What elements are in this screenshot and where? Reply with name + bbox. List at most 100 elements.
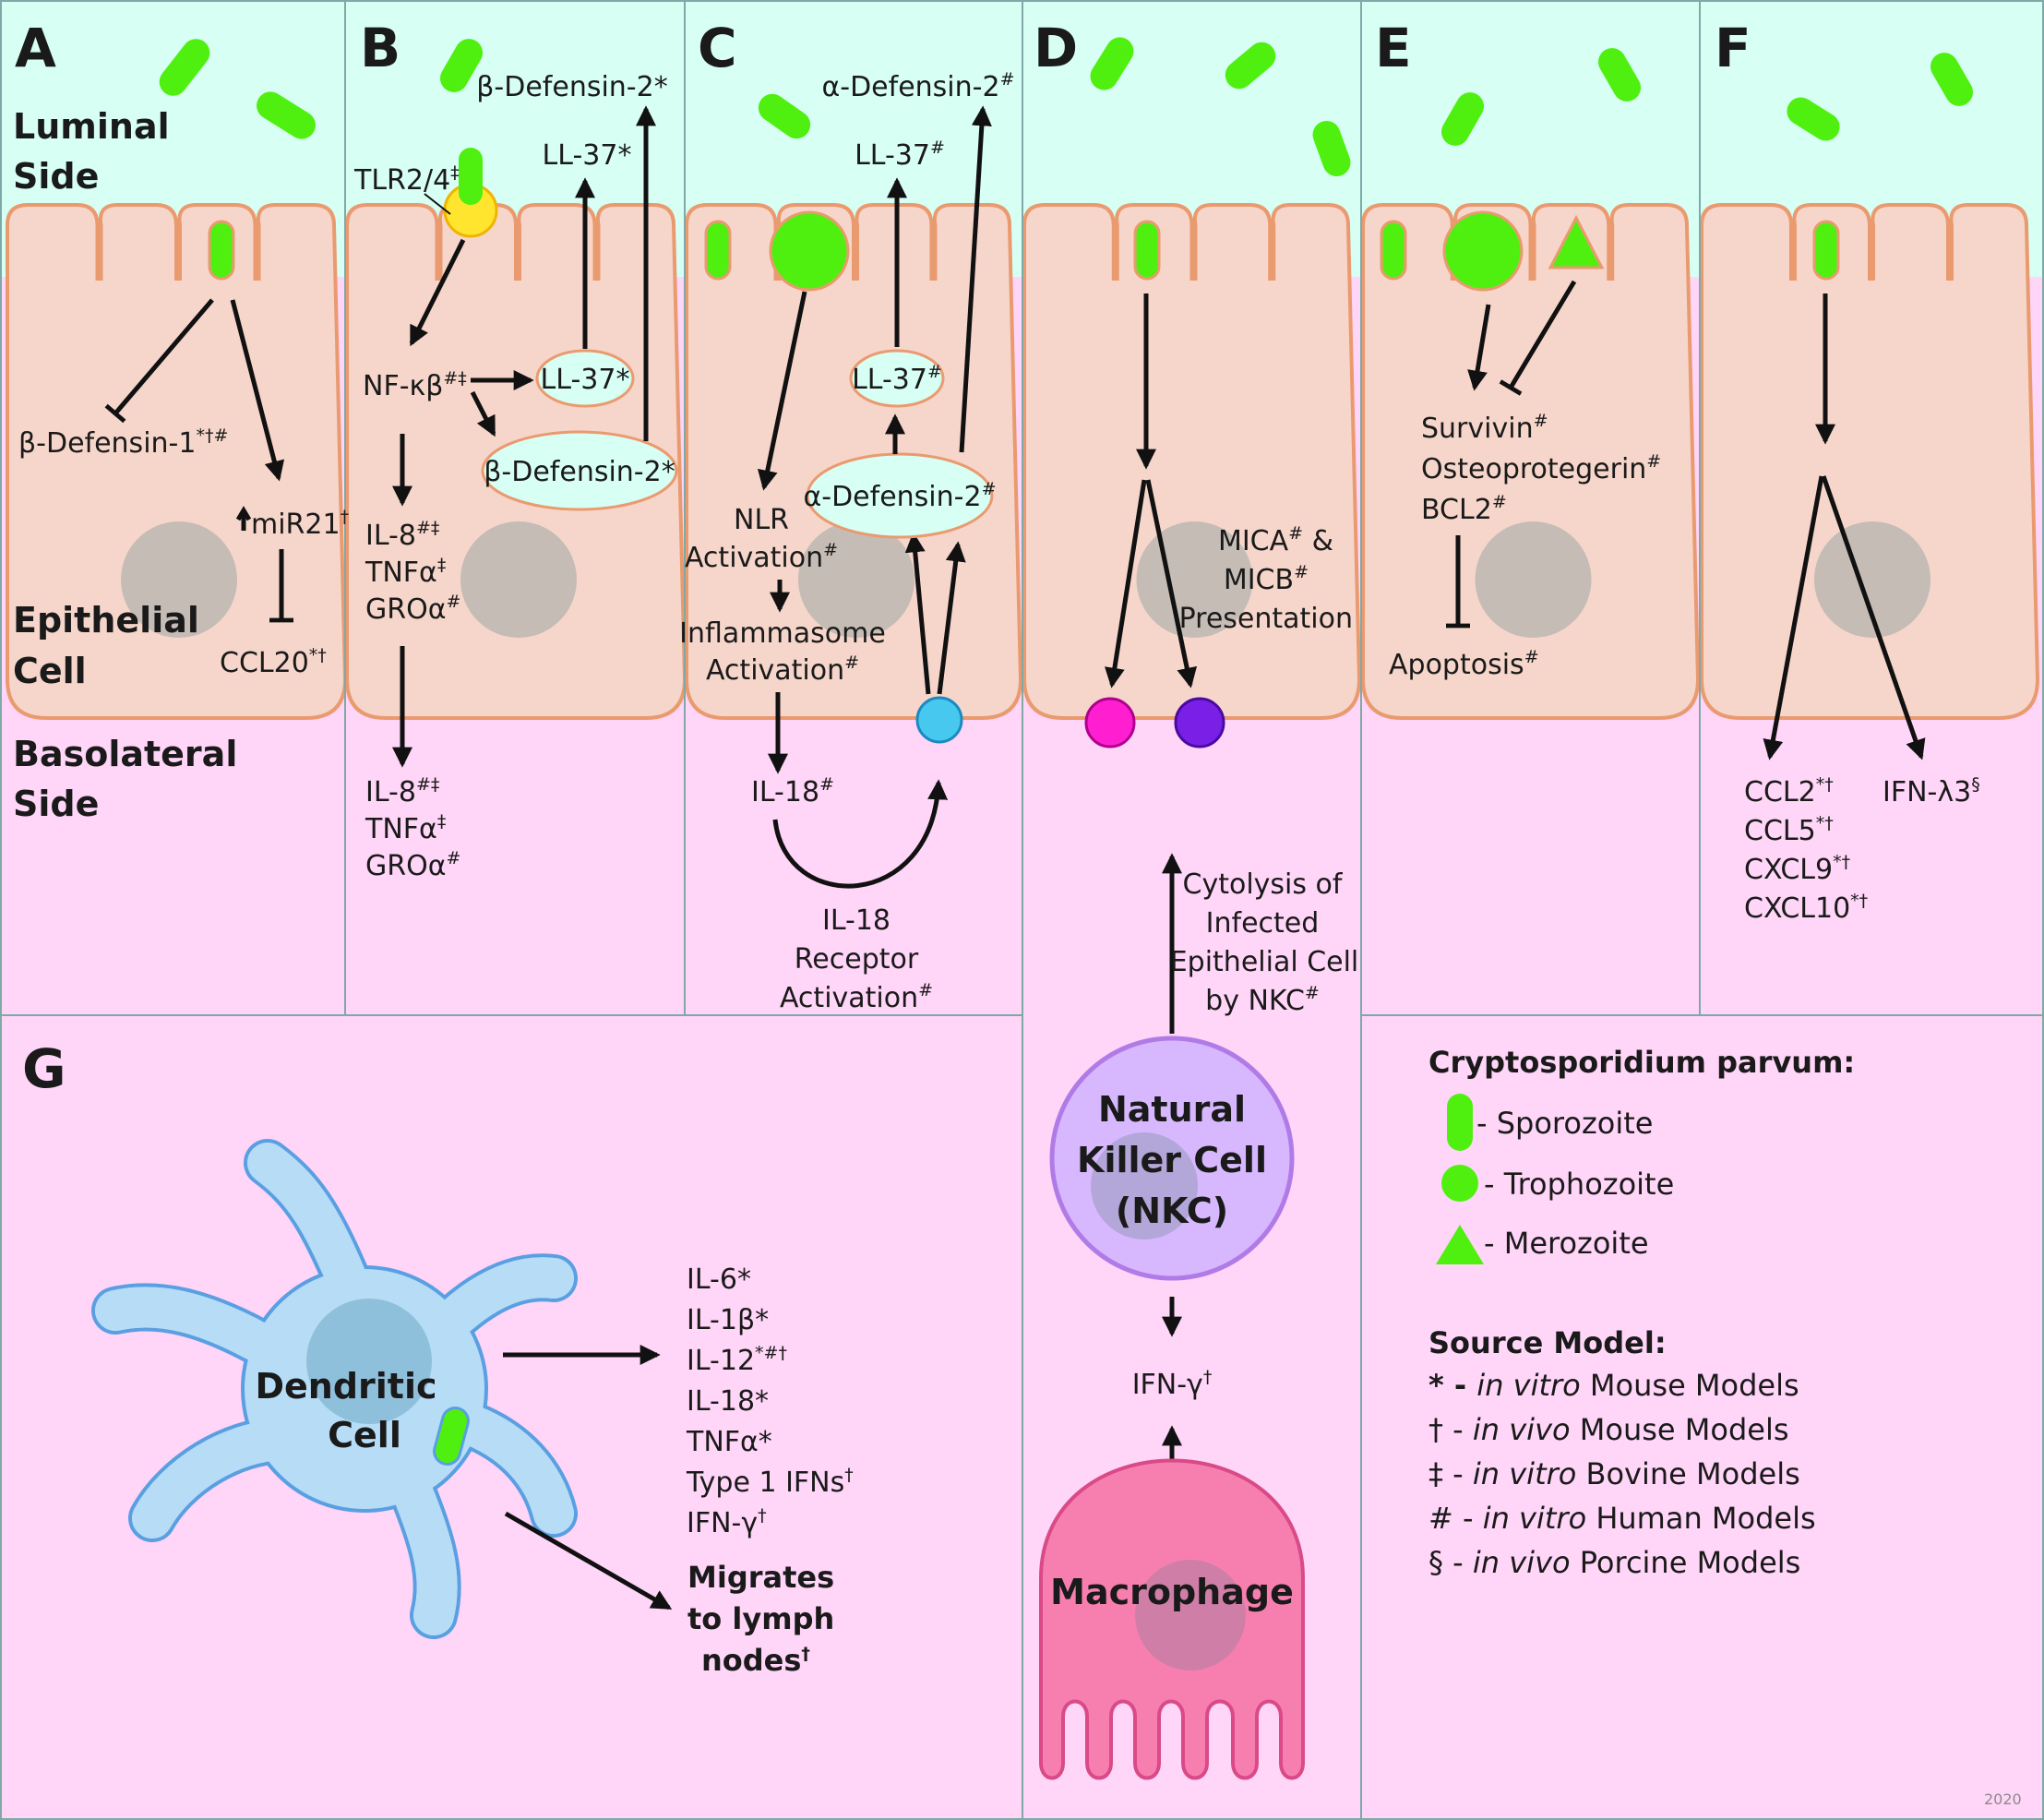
credit-year: 2020 <box>1984 1790 2022 1808</box>
sporozoite-icon <box>440 39 483 92</box>
il18-label: IL-18# <box>751 774 834 808</box>
sporozoite-icon <box>1598 48 1641 102</box>
apoptosis-label: Apoptosis# <box>1389 647 1539 681</box>
mir21-label: miR21† <box>251 507 349 541</box>
panel-letter-b: B <box>360 17 400 79</box>
sporozoite-icon <box>459 148 483 205</box>
alpha-defensin-2-bubble-label: α-Defensin-2# <box>803 479 996 513</box>
sporozoite-icon <box>1787 97 1840 141</box>
il18-receptor-label: IL-18 <box>822 904 891 937</box>
beta-defensin-2-out-label: β-Defensin-2* <box>476 71 667 103</box>
sporozoite-icon <box>1225 42 1276 90</box>
macrophage-nucleus <box>1135 1560 1246 1670</box>
basolateral-label: Basolateral <box>13 734 237 774</box>
sporozoite-icon <box>257 91 316 139</box>
cell-nucleus <box>121 521 237 638</box>
cytokine-label: IFN-γ† <box>687 1505 767 1539</box>
dendritic-cytokine-list: IL-6*IL-1β*IL-12*#†IL-18*TNFα*Type 1 IFN… <box>686 1263 854 1539</box>
cell-nucleus <box>1475 521 1592 638</box>
sporozoite-icon <box>704 220 732 281</box>
il18-receptor-icon <box>915 696 963 744</box>
sporozoite-icon <box>1930 53 1973 106</box>
ll37-bubble <box>535 349 635 408</box>
sporozoite-icon <box>208 220 235 281</box>
trophozoite-icon <box>1442 210 1524 292</box>
receptor-activation-label: Activation# <box>780 980 933 1014</box>
cell-nucleus <box>1136 521 1253 638</box>
groa-label: GROα# <box>365 592 460 626</box>
ll37-c-bubble <box>849 349 945 408</box>
cell-nucleus <box>460 521 577 638</box>
tnfa-label: TNFα‡ <box>365 555 446 589</box>
ccl2-label: CCL2*† <box>1744 774 1834 808</box>
legend-merozoite: - Merozoite <box>1484 1226 1649 1261</box>
cytokine-label: IL-1β* <box>687 1304 769 1336</box>
panel-d: MICA# & MICB# Presentation Cytolysis of … <box>1039 220 1359 1780</box>
trophozoite-icon <box>769 210 850 292</box>
micb-label: MICB# <box>1224 562 1309 596</box>
cxcl9-label: CXCL9*† <box>1744 852 1850 886</box>
sporozoite-icon <box>1312 120 1351 177</box>
presentation-label: Presentation <box>1179 603 1353 635</box>
sporozoite-icon <box>433 1407 470 1466</box>
mica-label: MICA# & <box>1218 523 1333 557</box>
cytokine-label: Type 1 IFNs† <box>686 1465 854 1499</box>
cytolysis-label-3: Epithelial Cell <box>1170 946 1359 978</box>
mica-ligand-icon <box>1084 697 1136 748</box>
luminal-label: Luminal <box>13 106 170 147</box>
cytokine-label: IL-6* <box>687 1263 751 1296</box>
nk-label-3: (NKC) <box>1116 1191 1228 1231</box>
sporozoite-icon <box>159 39 210 96</box>
ifn-lambda3-label: IFN-λ3§ <box>1883 774 1980 808</box>
epithelial-cell <box>1022 203 1362 720</box>
cytolysis-label-4: by NKC# <box>1205 983 1320 1017</box>
legend-title: Cryptosporidium parvum: <box>1428 1045 1855 1080</box>
osteoprotegerin-label: Osteoprotegerin# <box>1421 451 1661 485</box>
panel-letter-a: A <box>15 17 56 79</box>
sporozoite-icon <box>1812 220 1840 281</box>
nk-nucleus <box>1091 1132 1198 1239</box>
sporozoite-icon <box>1441 92 1484 146</box>
source-model-item: † - in vivo Mouse Models <box>1428 1412 1789 1447</box>
ll37-out-label: LL-37* <box>543 139 632 172</box>
dendritic-cell <box>91 1139 578 1639</box>
ll37-bubble-label: LL-37* <box>541 364 630 396</box>
alpha-defensin-2-bubble <box>806 452 994 539</box>
panel-letter-f: F <box>1715 17 1751 79</box>
ll37-c-bubble-label: LL-37# <box>852 362 942 396</box>
survivin-label: Survivin# <box>1421 411 1548 445</box>
source-title: Source Model: <box>1428 1325 1667 1360</box>
nk-label-1: Natural <box>1098 1089 1246 1130</box>
cxcl10-label: CXCL10*† <box>1744 891 1868 925</box>
legend: Cryptosporidium parvum: - Sporozoite - T… <box>1428 1045 2022 1808</box>
ccl5-label: CCL5*† <box>1744 813 1834 847</box>
alpha-defensin-2-out-label: α-Defensin-2# <box>821 69 1014 103</box>
source-model-list: * - in vitro Mouse Models† - in vivo Mou… <box>1428 1368 1816 1580</box>
panel-letter-e: E <box>1375 17 1412 79</box>
migrates-label-1: Migrates <box>687 1560 834 1595</box>
panel-f: CCL2*† CCL5*† CXCL9*† CXCL10*† IFN-λ3§ <box>1744 220 1980 925</box>
nlr-activation-label: Activation# <box>685 540 838 574</box>
cytolysis-label-1: Cytolysis of <box>1183 868 1344 901</box>
dendritic-nucleus <box>306 1299 432 1424</box>
panel-letter-d: D <box>1034 17 1078 79</box>
sporozoite-icon <box>1380 220 1407 281</box>
il8-label: IL-8#‡ <box>365 518 439 552</box>
bcl2-label: BCL2# <box>1421 492 1507 526</box>
epithelial-cell <box>1361 203 1701 720</box>
beta-defensin-2-bubble-label: β-Defensin-2* <box>484 456 675 488</box>
tlr-label: TLR2/4‡ <box>353 162 460 197</box>
groa-out-label: GROα# <box>365 848 460 882</box>
source-model-item: ‡ - in vitro Bovine Models <box>1428 1456 1800 1491</box>
legend-trophozoite: - Trophozoite <box>1484 1167 1674 1202</box>
nlr-label: NLR <box>734 504 789 536</box>
sporozoite-icon <box>1090 37 1134 90</box>
ifng-label: IFN-γ† <box>1132 1367 1213 1401</box>
panel-a: β-Defensin-1*†# miR21† CCL20*† <box>18 220 349 679</box>
cytolysis-label-2: Infected <box>1206 907 1320 940</box>
dendritic-label-1: Dendritic <box>255 1366 436 1407</box>
merozoite-legend-icon <box>1436 1225 1484 1264</box>
trophozoite-legend-icon <box>1441 1165 1478 1202</box>
cytokine-label: IL-12*#† <box>687 1343 787 1377</box>
